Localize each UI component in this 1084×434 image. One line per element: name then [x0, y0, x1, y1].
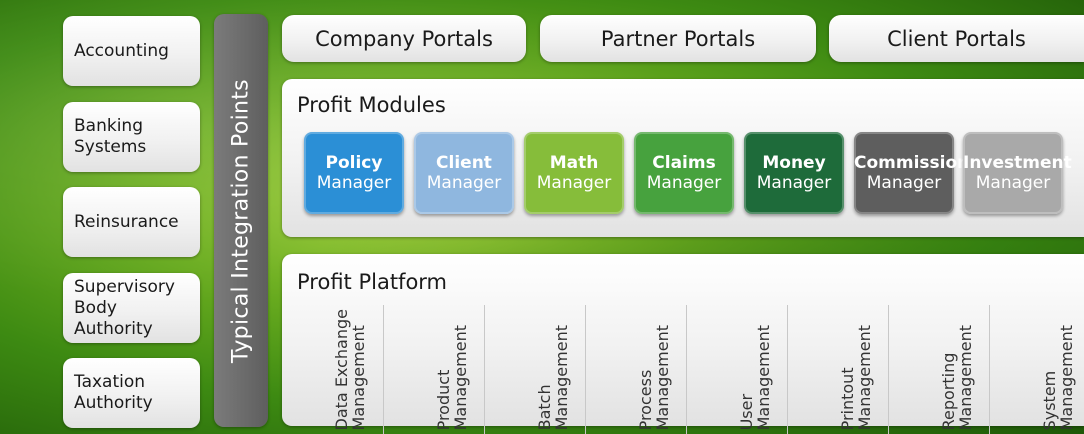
external-system-accounting[interactable]: Accounting	[63, 16, 200, 86]
external-system-label: Reinsurance	[74, 211, 179, 232]
module-name: Policy	[325, 153, 383, 173]
module-name: Claims	[652, 153, 716, 173]
external-system-taxation[interactable]: Taxation Authority	[63, 358, 200, 428]
component-reporting[interactable]: Reporting Management	[888, 305, 990, 434]
component-label: User Management	[736, 324, 773, 430]
component-label: Reporting Management	[938, 324, 975, 430]
module-name: Commission	[854, 153, 970, 173]
profit-modules-title: Profit Modules	[297, 93, 446, 117]
profit-platform-title: Profit Platform	[297, 270, 448, 294]
external-system-supervisory[interactable]: Supervisory Body Authority	[63, 273, 200, 343]
module-suffix: Manager	[316, 173, 392, 193]
module-money-manager[interactable]: Money Manager	[744, 132, 844, 214]
component-system[interactable]: System Management	[989, 305, 1084, 434]
module-suffix: Manager	[536, 173, 612, 193]
module-commission-manager[interactable]: Commission Manager	[854, 132, 970, 214]
external-system-reinsurance[interactable]: Reinsurance	[63, 187, 200, 257]
external-system-label: Banking Systems	[74, 116, 147, 157]
component-batch[interactable]: Batch Management	[484, 305, 586, 434]
component-label: Batch Management	[534, 324, 571, 430]
component-label: Product Management	[433, 324, 470, 430]
portal-client[interactable]: Client Portals	[829, 15, 1084, 62]
external-system-banking[interactable]: Banking Systems	[63, 102, 200, 172]
module-math-manager[interactable]: Math Manager	[524, 132, 624, 214]
component-user[interactable]: User Management	[686, 305, 788, 434]
module-name: Math	[549, 153, 599, 173]
module-name: Client	[436, 153, 492, 173]
portal-company[interactable]: Company Portals	[282, 15, 526, 62]
portal-label: Client Portals	[887, 26, 1026, 51]
portal-label: Partner Portals	[600, 26, 756, 51]
profit-platform-panel: Profit Platform Data Exchange Management…	[282, 254, 1084, 434]
module-claims-manager[interactable]: Claims Manager	[634, 132, 734, 214]
portal-label: Company Portals	[315, 26, 493, 51]
module-suffix: Manager	[426, 173, 502, 193]
component-process[interactable]: Process Management	[585, 305, 687, 434]
profit-modules-panel: Profit Modules Policy Manager Client Man…	[282, 79, 1084, 237]
module-investment-manager[interactable]: Investment Manager	[963, 132, 1072, 214]
component-label: Process Management	[635, 324, 672, 430]
external-system-label: Accounting	[74, 40, 169, 61]
external-system-label: Taxation Authority	[74, 372, 153, 413]
module-client-manager[interactable]: Client Manager	[414, 132, 514, 214]
portal-partner[interactable]: Partner Portals	[540, 15, 816, 62]
component-printout[interactable]: Printout Management	[787, 305, 889, 434]
component-product[interactable]: Product Management	[383, 305, 485, 434]
module-suffix: Manager	[975, 173, 1051, 193]
module-suffix: Manager	[866, 173, 942, 193]
module-name: Investment	[963, 153, 1072, 173]
external-system-label: Supervisory Body Authority	[74, 276, 175, 339]
integration-points-bar: Typical Integration Points	[214, 14, 268, 427]
module-suffix: Manager	[756, 173, 832, 193]
component-data-exchange[interactable]: Data Exchange Management	[282, 305, 383, 434]
component-label: Data Exchange Management	[331, 308, 368, 430]
component-label: Printout Management	[837, 324, 874, 430]
integration-points-label: Typical Integration Points	[228, 78, 254, 363]
module-suffix: Manager	[646, 173, 722, 193]
module-policy-manager[interactable]: Policy Manager	[304, 132, 404, 214]
module-name: Money	[762, 153, 826, 173]
component-label: System Management	[1039, 324, 1076, 430]
